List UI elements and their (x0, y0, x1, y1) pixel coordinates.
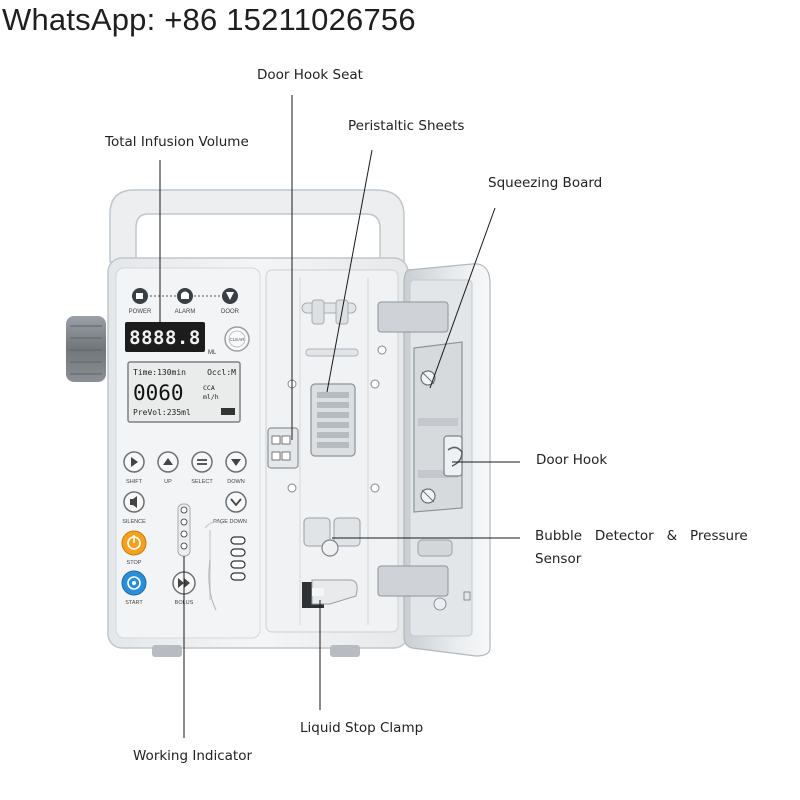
callout-squeezing-board: Squeezing Board (488, 175, 602, 191)
lcd-unit-bottom: ml/h (203, 393, 219, 401)
stop-label: STOP (127, 560, 142, 566)
screw (371, 484, 379, 492)
lcd-preset-volume: PreVol:235ml (133, 408, 191, 417)
shift-label: SHIFT (126, 479, 143, 485)
callout-bubble-detector-line2: Sensor (535, 551, 581, 567)
screw (378, 346, 386, 354)
silence-button[interactable] (124, 492, 144, 512)
start-button[interactable] (122, 571, 146, 595)
segment-display-value: 8888.8 (129, 327, 201, 349)
screw (371, 380, 379, 388)
silence-label: SILENCE (122, 519, 146, 525)
indicator-label-alarm: ALARM (175, 309, 196, 315)
screw (288, 484, 296, 492)
alarm-indicator (177, 288, 193, 304)
segment-unit: ML (208, 350, 217, 356)
carry-handle (110, 190, 404, 262)
down-button[interactable] (226, 452, 246, 472)
lcd-flow-rate: 0060 (133, 381, 184, 405)
battery-icon (221, 408, 235, 415)
lcd-time: Time:130min (133, 368, 186, 377)
indicator-label-door: DOOR (221, 309, 240, 315)
shift-button[interactable] (124, 452, 144, 472)
lcd-unit-top: CCA (203, 384, 215, 392)
callout-working-indicator: Working Indicator (133, 748, 252, 764)
callout-door-hook-seat: Door Hook Seat (257, 67, 363, 83)
squeezing-board (414, 342, 462, 512)
power-indicator (132, 288, 148, 304)
door-hook-seat (268, 428, 298, 468)
callout-peristaltic-sheets: Peristaltic Sheets (348, 118, 464, 134)
lcd-occlusion: Occl:M (207, 368, 236, 377)
callout-bubble-detector-line1: Bubble Detector & Pressure (535, 528, 748, 544)
stop-button[interactable] (122, 531, 146, 555)
up-label: UP (164, 479, 172, 485)
door-indicator (222, 288, 238, 304)
callout-total-infusion-volume: Total Infusion Volume (105, 134, 249, 150)
page-down-button[interactable] (226, 492, 246, 512)
pump-foot (152, 645, 182, 657)
peristaltic-sheets (311, 384, 355, 456)
down-label: DOWN (227, 479, 244, 485)
door-hook[interactable] (444, 436, 462, 476)
callout-liquid-stop-clamp: Liquid Stop Clamp (300, 720, 423, 736)
adjustment-knob[interactable] (66, 316, 106, 382)
select-label: SELECT (191, 479, 213, 485)
callout-door-hook: Door Hook (536, 452, 607, 468)
select-button[interactable] (192, 452, 212, 472)
start-label: START (125, 600, 143, 606)
up-button[interactable] (158, 452, 178, 472)
working-indicator-leds (178, 504, 190, 556)
indicator-label-power: POWER (129, 309, 152, 315)
clear-label: CLEAR (229, 337, 245, 342)
pump-foot (330, 645, 360, 657)
